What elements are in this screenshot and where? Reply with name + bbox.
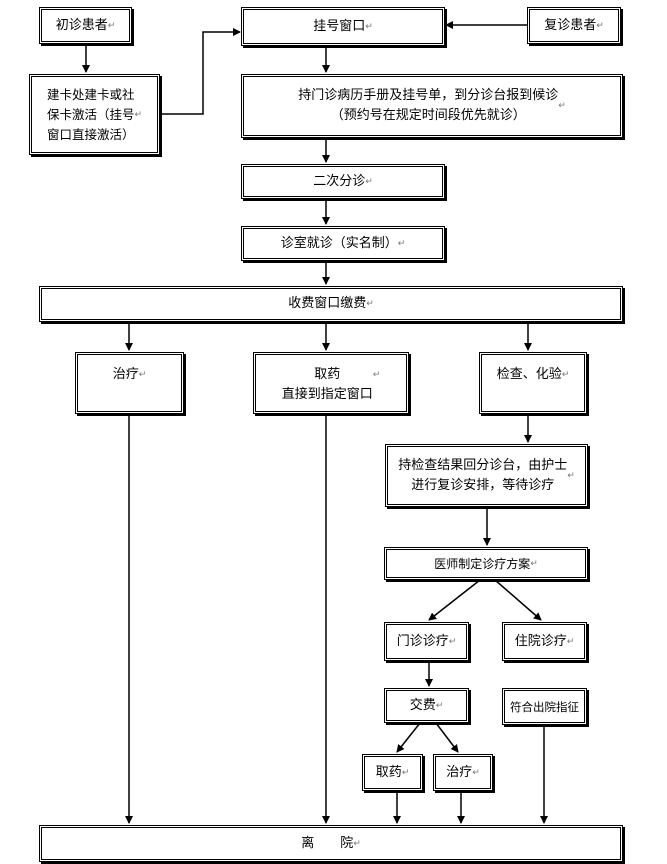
node-revisit: 复诊患者↵ [527,7,621,44]
node-return-with-results: 持检查结果回分诊台，由护士 进行复诊安排，等待诊疗↵ [385,444,588,507]
node-treatment: 治疗↵ [75,352,184,414]
node-label: 住院诊疗 [514,633,567,649]
arrow-fee-to-medicine2 [396,722,421,753]
node-treatment-plan: 医师制定诊疗方案↵ [384,547,588,580]
node-outpatient: 门诊诊疗↵ [384,622,469,661]
node-label: 门诊诊疗 [396,633,449,649]
node-label: 建卡处建卡或社 保卡激活（挂号 窗口直接激活） [46,86,135,142]
node-treatment-2: 治疗↵ [433,754,493,791]
node-card-activation: 建卡处建卡或社 保卡激活（挂号 窗口直接激活）↵ [29,74,160,155]
arrow-fee-to-treatment2 [435,722,459,753]
node-payment-window: 收费窗口缴费↵ [39,286,623,322]
node-label: 二次分诊 [313,173,366,189]
node-report-triage: 持门诊病历手册及挂号单，到分诊台报到候诊 （预约号在规定时间段优先就诊）↵ [241,74,623,138]
node-label: 符合出院指征 [510,699,579,714]
node-label: 检查、化验 [496,367,562,382]
node-label: 取药 [375,764,402,780]
node-pay-fee: 交费↵ [384,688,469,723]
node-get-medicine: 取药 直接到指定窗口↵ [253,352,409,414]
arrow-plan-to-outpatient [428,579,481,621]
node-consultation: 诊室就诊（实名制）↵ [241,226,445,261]
node-label: 离 院 [301,835,354,851]
node-label: 初诊患者 [55,17,108,33]
node-label: 挂号窗口 [313,18,366,34]
node-discharge-criteria: 符合出院指征 [502,688,587,725]
node-label: 交费 [409,697,436,713]
node-inpatient: 住院诊疗↵ [502,622,587,661]
node-label: 治疗 [112,367,139,382]
node-leave: 离 院↵ [39,825,623,862]
node-label: 医师制定诊疗方案 [434,556,531,571]
node-label: 持检查结果回分诊台，由护士 进行复诊安排，等待诊疗 [398,457,568,493]
node-registration-window: 挂号窗口↵ [241,7,445,46]
node-first-visit: 初诊患者↵ [39,7,132,44]
node-secondary-triage: 二次分诊↵ [241,164,445,199]
node-label: 复诊患者 [544,17,597,33]
node-exam-lab: 检查、化验↵ [479,352,587,414]
arrow-card-to-registration [161,28,241,115]
node-label: 取药 直接到指定窗口 [281,367,373,402]
node-label: 治疗 [446,764,473,780]
node-label: 诊室就诊（实名制） [280,235,398,251]
node-get-medicine-2: 取药↵ [362,754,423,791]
node-label: 持门诊病历手册及挂号单，到分诊台报到候诊 （预约号在规定时间段优先就诊） [298,88,559,123]
node-label: 收费窗口缴费 [288,296,367,311]
arrow-plan-to-inpatient [494,579,542,621]
